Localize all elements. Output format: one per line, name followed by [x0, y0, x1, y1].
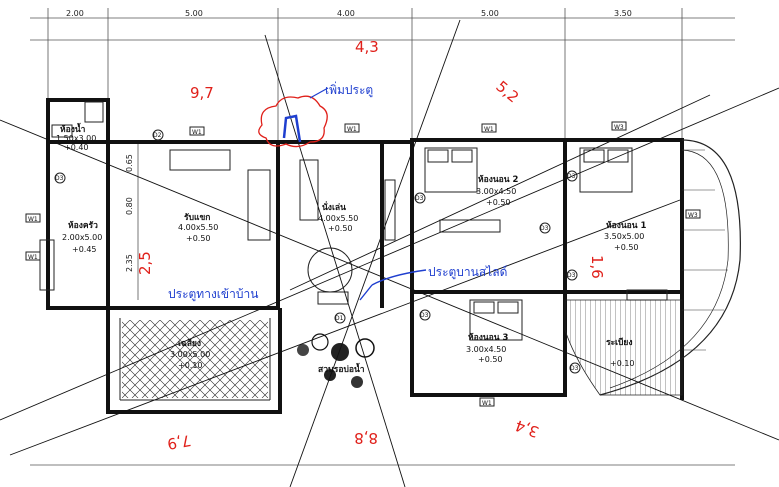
tree-icon [331, 343, 349, 361]
window-tag: W3 [614, 124, 624, 131]
balcony-floor [564, 299, 683, 396]
room-labels: ห้องน้ำ 1.50x3.00 +0.40 ห้องครัว 2.00x5.… [56, 122, 647, 375]
sliding-door-note: ประตูบานสไลด์ [428, 265, 507, 280]
window-tag: W1 [484, 126, 494, 133]
front-door-note: ประตูทางเข้าบ้าน [168, 287, 258, 302]
room-size: 2.00x5.00 [62, 233, 102, 242]
new-door-cloud [258, 95, 328, 148]
zone-west: 2,5 [136, 251, 154, 275]
new-door-arrow [309, 87, 329, 99]
door-tag: D3 [415, 195, 424, 202]
room-name: ห้องนอน 3 [468, 332, 509, 343]
window-tag: W3 [688, 212, 698, 219]
dim-4: 5.00 [481, 9, 499, 18]
ray-line [289, 19, 461, 487]
door-tag: D2 [153, 132, 162, 139]
room-size: 3.50x5.00 [604, 232, 644, 241]
room-size: 3.00x5.00 [170, 350, 210, 359]
ray-line [9, 199, 681, 456]
room-name: ห้องน้ำ [60, 122, 86, 135]
tree-icon [355, 338, 375, 358]
tree-icon [351, 376, 363, 388]
room-name: เฉลียง [178, 338, 201, 349]
zone-southwest: 7,9 [166, 431, 193, 453]
door-tag: D3 [55, 175, 64, 182]
room-size: 3.00x4.50 [466, 345, 506, 354]
room-level: +0.10 [178, 361, 203, 370]
ray-line [0, 119, 779, 441]
room-level: +0.50 [186, 234, 211, 243]
direction-lines [0, 19, 779, 487]
room-size: 3.00x4.50 [476, 187, 516, 196]
side-dim-3: 2.35 [125, 254, 134, 272]
door-tag: D3 [540, 225, 549, 232]
annotations: เพิ่มประตู ประตูบานสไลด์ ประตูทางเข้าบ้า… [168, 81, 507, 302]
opening-tags: W1 W1 W1 W3 W1 W1 W3 W1 D3 D2 D3 D3 D3 D… [25, 121, 701, 407]
window-tag: W1 [28, 216, 38, 223]
window-tag: W1 [192, 129, 202, 136]
room-level: +0.45 [72, 245, 97, 254]
side-dim-2: 0.80 [125, 197, 134, 215]
room-name: รับแขก [184, 212, 210, 223]
balcony-arc [599, 139, 741, 396]
tree-icon [324, 369, 336, 381]
door-tag: D3 [567, 272, 576, 279]
new-door-note: เพิ่มประตู [325, 81, 373, 98]
ray-line [0, 87, 779, 421]
new-door-mark [282, 114, 302, 143]
room-name: ห้องนอน 2 [478, 174, 519, 185]
room-size: 4.00x5.50 [178, 223, 218, 232]
furniture [39, 101, 668, 341]
door-tag: D3 [420, 312, 429, 319]
door-tag: D1 [335, 315, 344, 322]
room-name: นั่งเล่น [322, 200, 346, 213]
tree-icon [297, 344, 309, 356]
sliding-door-arrow [359, 269, 427, 301]
window-tag: W1 [28, 254, 38, 261]
room-level: +0.50 [478, 355, 503, 364]
zone-southeast: 3,4 [513, 416, 542, 441]
window-tag: W1 [347, 126, 357, 133]
dim-2: 5.00 [185, 9, 203, 18]
dim-1: 2.00 [66, 9, 84, 18]
garden-label: สวนรอบ่อน้ำ [318, 362, 365, 375]
dim-3: 4.00 [337, 9, 355, 18]
side-dimensions: 0.65 0.80 2.35 [125, 140, 139, 300]
balcony-arc-inner [609, 149, 729, 389]
room-level: +0.10 [610, 359, 635, 368]
ray-line [289, 94, 711, 291]
room-name: ห้องครัว [68, 220, 98, 231]
zone-south: 8,8 [354, 429, 378, 447]
dim-5: 3.50 [614, 9, 632, 18]
side-dim-1: 0.65 [125, 154, 134, 172]
door-tag: D3 [570, 365, 579, 372]
room-level: +0.50 [486, 198, 511, 207]
zone-east: 1,6 [588, 255, 606, 279]
zone-northwest: 9,7 [190, 84, 214, 102]
room-level: +0.50 [328, 224, 353, 233]
room-name: ระเบียง [606, 337, 633, 348]
garden [297, 333, 375, 388]
balcony-steps [682, 149, 728, 351]
window-tag: W1 [482, 400, 492, 407]
zone-north: 4,3 [355, 38, 379, 56]
room-name: ห้องนอน 1 [606, 220, 647, 231]
room-size: 1.50x3.00 [56, 134, 96, 143]
zone-northeast: 5,2 [492, 77, 522, 106]
tree-icon [311, 333, 329, 351]
room-level: +0.40 [64, 143, 89, 152]
ray-line [264, 34, 406, 487]
room-level: +0.50 [614, 243, 639, 252]
dimension-row: 2.00 5.00 4.00 5.00 3.50 [30, 8, 735, 466]
room-size: 4.00x5.50 [318, 214, 358, 223]
